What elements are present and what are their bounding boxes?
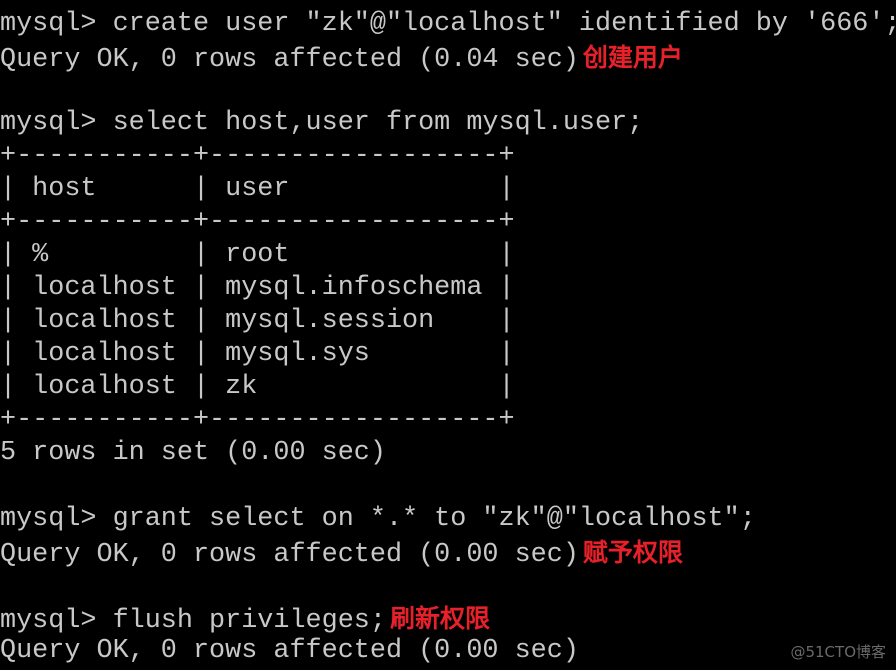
terminal-line: Query OK, 0 rows affected (0.00 sec) bbox=[0, 635, 896, 668]
line-text: mysql> create user "zk"@"localhost" iden… bbox=[0, 9, 896, 39]
line-text: Query OK, 0 rows affected (0.04 sec) bbox=[0, 45, 579, 74]
line-text: +-----------+------------------+ bbox=[0, 141, 515, 171]
terminal-line: Query OK, 0 rows affected (0.04 sec)创建用户 bbox=[0, 41, 896, 74]
terminal-line: | % | root | bbox=[0, 239, 896, 272]
annotation-label: 赋予权限 bbox=[582, 538, 683, 567]
line-text: | host | user | bbox=[0, 174, 515, 204]
line-text: mysql> grant select on *.* to "zk"@"loca… bbox=[0, 504, 756, 534]
line-text: mysql> select host,user from mysql.user; bbox=[0, 108, 644, 138]
watermark: @51CTO博客 bbox=[790, 643, 886, 661]
terminal-line: mysql> flush privileges;刷新权限 bbox=[0, 602, 896, 635]
line-text: Query OK, 0 rows affected (0.00 sec) bbox=[0, 636, 579, 666]
line-text: mysql> flush privileges; bbox=[0, 606, 386, 635]
annotation-label: 刷新权限 bbox=[389, 604, 490, 633]
annotation-label: 创建用户 bbox=[582, 43, 683, 72]
terminal-line bbox=[0, 470, 896, 503]
terminal-line: | localhost | mysql.session | bbox=[0, 305, 896, 338]
terminal-line: mysql> grant select on *.* to "zk"@"loca… bbox=[0, 503, 896, 536]
line-text: 5 rows in set (0.00 sec) bbox=[0, 438, 386, 468]
terminal-line: | localhost | mysql.sys | bbox=[0, 338, 896, 371]
line-text: | localhost | mysql.infoschema | bbox=[0, 273, 515, 303]
terminal-output: mysql> create user "zk"@"localhost" iden… bbox=[0, 8, 896, 668]
terminal-line: | localhost | zk | bbox=[0, 371, 896, 404]
line-text: +-----------+------------------+ bbox=[0, 207, 515, 237]
terminal-line bbox=[0, 74, 896, 107]
line-text: | % | root | bbox=[0, 240, 515, 270]
line-text: | localhost | mysql.sys | bbox=[0, 339, 515, 369]
terminal-line: | localhost | mysql.infoschema | bbox=[0, 272, 896, 305]
line-text: +-----------+------------------+ bbox=[0, 405, 515, 435]
line-text: Query OK, 0 rows affected (0.00 sec) bbox=[0, 540, 579, 569]
terminal-line bbox=[0, 569, 896, 602]
terminal-line: 5 rows in set (0.00 sec) bbox=[0, 437, 896, 470]
terminal-line: +-----------+------------------+ bbox=[0, 140, 896, 173]
terminal-line: | host | user | bbox=[0, 173, 896, 206]
terminal-line: +-----------+------------------+ bbox=[0, 206, 896, 239]
terminal-line: mysql> create user "zk"@"localhost" iden… bbox=[0, 8, 896, 41]
line-text: | localhost | zk | bbox=[0, 372, 515, 402]
line-text: | localhost | mysql.session | bbox=[0, 306, 515, 336]
terminal-line: +-----------+------------------+ bbox=[0, 404, 896, 437]
terminal-line: Query OK, 0 rows affected (0.00 sec)赋予权限 bbox=[0, 536, 896, 569]
terminal-line: mysql> select host,user from mysql.user; bbox=[0, 107, 896, 140]
